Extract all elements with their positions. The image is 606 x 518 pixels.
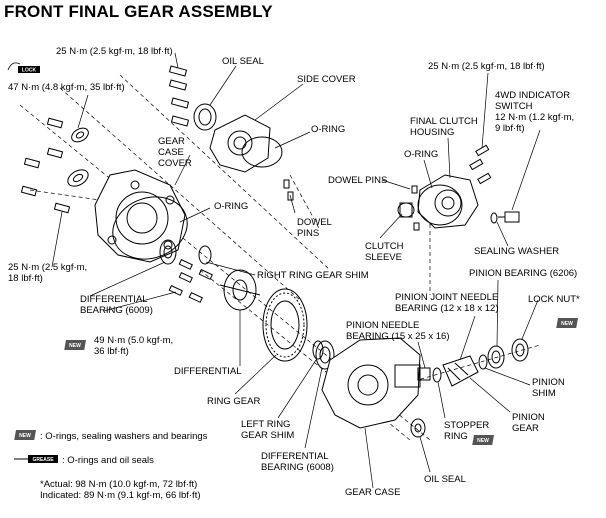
4wd-indicator-switch <box>498 211 520 223</box>
new-badge-icon: NEW <box>472 435 494 445</box>
differential-bearing-6008 <box>315 340 335 370</box>
pinion-gear-label: PINION GEAR <box>512 412 545 434</box>
differential-bearing-6009 <box>159 239 177 265</box>
pinion-gear <box>442 355 479 387</box>
leader-lines <box>51 52 541 489</box>
left-ring-gear-shim-label: LEFT RING GEAR SHIM <box>241 419 295 441</box>
ring-gear-bolts <box>168 258 213 303</box>
lock-nut <box>511 338 529 362</box>
oil-seal-top <box>193 103 217 131</box>
dowel-pins-left <box>283 179 294 201</box>
ring-gear <box>262 288 308 362</box>
sealing-washer-label: SEALING WASHER <box>474 246 560 257</box>
legend-footnote: *Actual: 98 N·m (10.0 kgf·m, 72 lbf·ft) … <box>40 479 201 501</box>
lock-badge-icon: LOCK <box>7 62 40 74</box>
gear-case-cover-label: GEAR CASE COVER <box>158 136 192 169</box>
oil-seal-top-label: OIL SEAL <box>222 56 264 67</box>
page-title: FRONT FINAL GEAR ASSEMBLY <box>4 2 273 21</box>
4wd-indicator-switch-label: 4WD INDICATOR SWITCH 12 N·m (1.2 kgf·m, … <box>495 90 575 134</box>
left-ring-gear-shim <box>312 340 324 360</box>
ring-gear-label: RING GEAR <box>207 396 261 407</box>
differential-label: DIFFERENTIAL <box>174 366 242 377</box>
sealing-washer <box>490 212 498 224</box>
torque-top-bolt-label: 25 N·m (2.5 kgf·m, 18 lbf·ft) <box>56 46 173 57</box>
dowel-pins-right-label: DOWEL PINS <box>328 175 388 186</box>
torque-49-label: 49 N·m (5.0 kgf·m, 36 lbf·ft) <box>94 335 174 357</box>
pinion-needle-bearing-label: PINION NEEDLE BEARING (15 x 25 x 16) <box>346 320 450 342</box>
gear-case <box>321 337 421 429</box>
lock-nut-label: LOCK NUT* <box>528 294 580 305</box>
stopper-ring-label: STOPPER RING <box>444 420 490 442</box>
pinion-needle-bearing <box>417 367 431 381</box>
differential-bearing-6008-label: DIFFERENTIAL BEARING (6008) <box>261 451 334 473</box>
gear-case-cover <box>94 169 186 263</box>
dowel-pins-left-label: DOWEL PINS <box>297 217 332 239</box>
stopper-ring <box>432 367 442 383</box>
right-ring-gear-shim-label: RIGHT RING GEAR SHIM <box>257 270 369 281</box>
svg-text:LOCK: LOCK <box>22 68 37 74</box>
torque-lock-bolt-label: 47 N·m (4.8 kgf·m, 35 lbf·ft) <box>8 82 125 93</box>
svg-text:NEW: NEW <box>19 433 31 439</box>
pinion-joint-needle-bearing-label: PINION JOINT NEEDLE BEARING (12 x 18 x 1… <box>395 292 499 314</box>
lock-bolt-group <box>20 117 89 214</box>
svg-text:NEW: NEW <box>69 343 81 349</box>
o-ring-gear-case-label: O-RING <box>214 201 249 212</box>
torque-right-top-label: 25 N·m (2.5 kgf·m, 18 lbf·ft) <box>428 61 545 72</box>
oil-seal-bottom <box>410 418 426 438</box>
o-ring-right-label: O-RING <box>404 149 439 160</box>
o-ring-side-cover-label: O-RING <box>311 124 346 135</box>
o-ring-side-cover <box>241 136 283 168</box>
legend-grease-badge-icon: GREASE <box>14 455 58 463</box>
dowel-pins-right <box>411 185 420 231</box>
o-ring-right <box>417 184 463 226</box>
new-badge-icon: NEW <box>64 340 86 350</box>
right-ring-gear-shim <box>198 245 212 265</box>
pinion-shim <box>478 354 488 370</box>
bolt-group-top-left <box>168 65 190 127</box>
svg-text:GREASE: GREASE <box>32 457 54 463</box>
legend-new-badge-icon: NEW <box>14 430 36 440</box>
differential-assembly <box>219 269 261 311</box>
side-cover <box>209 114 271 173</box>
legend-grease-items-text: : O-rings and oil seals <box>62 455 154 466</box>
final-clutch-housing-label: FINAL CLUTCH HOUSING <box>410 116 478 138</box>
final-clutch-housing <box>417 174 479 229</box>
pinion-shim-label: PINION SHIM <box>532 377 565 399</box>
pinion-bearing-6206-label: PINION BEARING (6206) <box>469 268 578 279</box>
svg-text:NEW: NEW <box>561 321 573 327</box>
gear-case-label: GEAR CASE <box>345 487 401 498</box>
clutch-sleeve <box>397 202 415 218</box>
oil-seal-bottom-label: OIL SEAL <box>424 474 466 485</box>
legend-new-items-text: : O-rings, sealing washers and bearings <box>40 431 208 442</box>
pinion-bearing-6206 <box>487 345 505 369</box>
right-top-bolts <box>469 144 492 185</box>
torque-left-bolt-label: 25 N·m (2.5 kgf·m, 18 lbf·ft) <box>8 262 88 284</box>
svg-text:NEW: NEW <box>477 438 489 444</box>
side-cover-label: SIDE COVER <box>297 74 356 85</box>
new-badge-icon: NEW <box>556 318 578 328</box>
clutch-sleeve-label: CLUTCH SLEEVE <box>365 241 404 263</box>
differential-bearing-6009-label: DIFFERENTIAL BEARING (6009) <box>80 294 153 316</box>
